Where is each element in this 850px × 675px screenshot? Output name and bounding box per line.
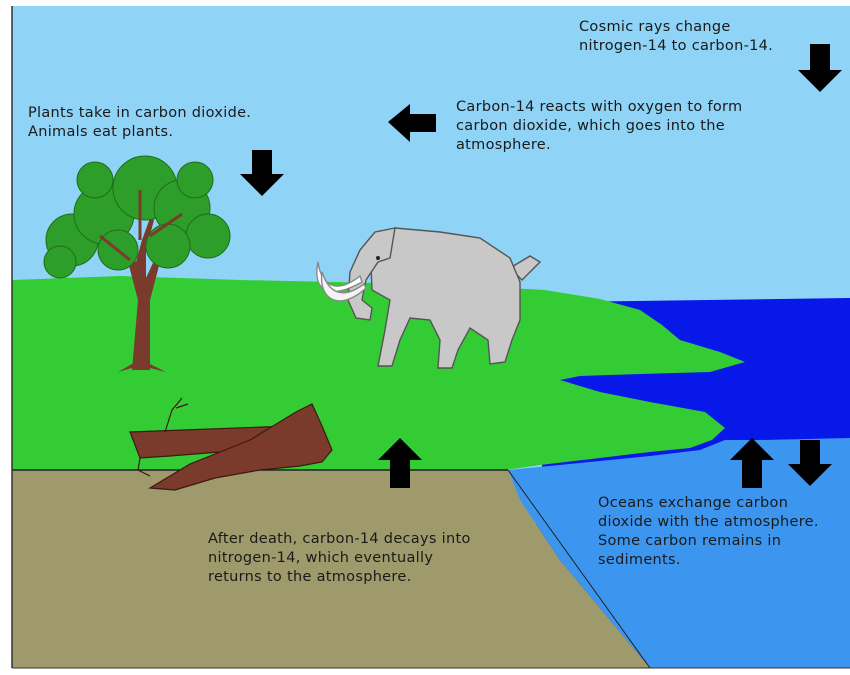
mammoth-body xyxy=(370,228,520,368)
caption-carbon-reacts: Carbon-14 reacts with oxygen to form car… xyxy=(456,98,742,155)
mammoth-eye xyxy=(376,256,380,260)
caption-cosmic-rays: Cosmic rays change nitrogen-14 to carbon… xyxy=(579,18,773,56)
caption-line: Cosmic rays change xyxy=(579,18,773,37)
page-margin xyxy=(0,0,12,675)
caption-line: atmosphere. xyxy=(456,136,742,155)
caption-line: Carbon-14 reacts with oxygen to form xyxy=(456,98,742,117)
caption-line: carbon dioxide, which goes into the xyxy=(456,117,742,136)
caption-line: Animals eat plants. xyxy=(28,123,251,142)
caption-after-death: After death, carbon-14 decays into nitro… xyxy=(208,530,471,587)
caption-line: nitrogen-14, which eventually xyxy=(208,549,471,568)
caption-line: Plants take in carbon dioxide. xyxy=(28,104,251,123)
caption-plants: Plants take in carbon dioxide. Animals e… xyxy=(28,104,251,142)
caption-line: returns to the atmosphere. xyxy=(208,568,471,587)
caption-line: Oceans exchange carbon xyxy=(598,494,819,513)
caption-line: Some carbon remains in xyxy=(598,532,819,551)
caption-line: sediments. xyxy=(598,551,819,570)
caption-line: dioxide with the atmosphere. xyxy=(598,513,819,532)
caption-line: After death, carbon-14 decays into xyxy=(208,530,471,549)
caption-line: nitrogen-14 to carbon-14. xyxy=(579,37,773,56)
caption-oceans: Oceans exchange carbon dioxide with the … xyxy=(598,494,819,570)
